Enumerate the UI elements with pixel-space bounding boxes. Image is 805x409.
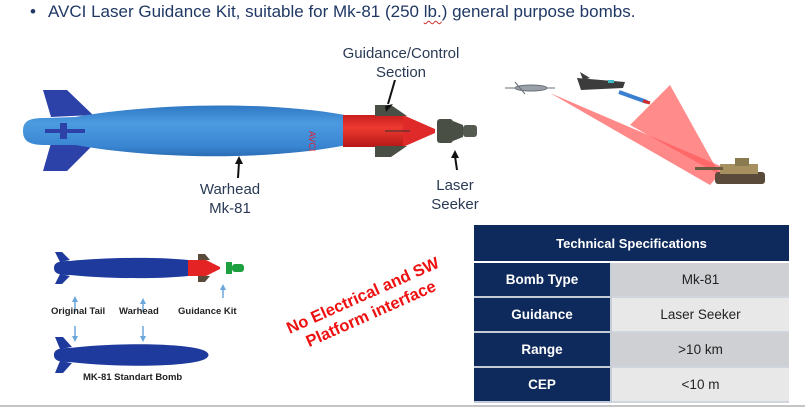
canard-bottom xyxy=(375,146,407,157)
laser-designation-scenario xyxy=(505,72,765,185)
tank-icon xyxy=(695,158,765,184)
interface-note: No Electrical and SW Platform interface xyxy=(272,248,462,362)
guidance-section-label: Guidance/Control Section xyxy=(326,44,476,82)
warhead-label: Warhead Mk-81 xyxy=(180,180,280,218)
spec-value: <10 m xyxy=(611,367,789,403)
spec-value: >10 km xyxy=(611,332,789,368)
slide-bottom-divider xyxy=(0,405,805,407)
spec-row: Range >10 km xyxy=(474,332,789,368)
spec-row: Guidance Laser Seeker xyxy=(474,297,789,333)
spec-value: Mk-81 xyxy=(611,262,789,298)
diagram-label-standard-bomb: MK-81 Standart Bomb xyxy=(83,372,183,383)
avci-marking: AVCI xyxy=(307,131,317,151)
bullet-heading: • AVCI Laser Guidance Kit, suitable for M… xyxy=(30,2,635,22)
spec-value: Laser Seeker xyxy=(611,297,789,333)
laser-beam-upper xyxy=(630,85,720,175)
diagram-label-guidance-kit: Guidance Kit xyxy=(178,306,237,317)
callout-arrows xyxy=(235,80,459,179)
tail-fin-bottom xyxy=(43,143,93,171)
spec-key: CEP xyxy=(474,367,612,403)
seeker-label-line2: Seeker xyxy=(431,196,479,213)
jet-icon xyxy=(577,72,625,90)
diagram-converted-warhead xyxy=(54,257,188,279)
guidance-label-line1: Guidance/Control xyxy=(342,45,460,62)
spec-table-title: Technical Specifications xyxy=(474,225,789,263)
heading-text-start: AVCI Laser Guidance Kit, suitable for Mk… xyxy=(47,2,424,21)
avci-bomb-photo: AVCI xyxy=(23,90,477,171)
drone-icon xyxy=(505,81,555,95)
technical-specifications-table: Technical Specifications Bomb Type Mk-81… xyxy=(474,225,789,403)
diagram-standard-bomb xyxy=(54,344,209,366)
spec-row: Bomb Type Mk-81 xyxy=(474,262,789,298)
spec-key: Guidance xyxy=(474,297,612,333)
laser-beam-lower xyxy=(550,93,725,185)
warhead-body xyxy=(23,105,347,157)
warhead-label-line1: Warhead xyxy=(199,181,261,198)
diagram-label-warhead: Warhead xyxy=(119,306,159,317)
bullet-symbol: • xyxy=(30,2,36,21)
bomb-conversion-diagram xyxy=(54,252,244,373)
seeker-label: Laser Seeker xyxy=(415,176,495,214)
tail-fin-top xyxy=(43,90,93,117)
spec-row: CEP <10 m xyxy=(474,367,789,403)
laser-seeker xyxy=(437,119,453,143)
spec-key: Bomb Type xyxy=(474,262,612,298)
spec-key: Range xyxy=(474,332,612,368)
heading-text-end: ) general purpose bombs. xyxy=(441,2,636,21)
guidance-label-line2: Section xyxy=(375,64,427,81)
warhead-label-line2: Mk-81 xyxy=(209,200,251,217)
canard-top xyxy=(375,105,407,116)
seeker-label-line1: Laser xyxy=(436,177,474,194)
diagram-label-original-tail: Original Tail xyxy=(51,306,106,317)
diagram-seeker xyxy=(226,262,232,274)
heading-text-spellmarked: lb. xyxy=(423,2,442,21)
diagram-guidance-kit xyxy=(188,260,206,276)
bomb-icon xyxy=(618,90,651,105)
